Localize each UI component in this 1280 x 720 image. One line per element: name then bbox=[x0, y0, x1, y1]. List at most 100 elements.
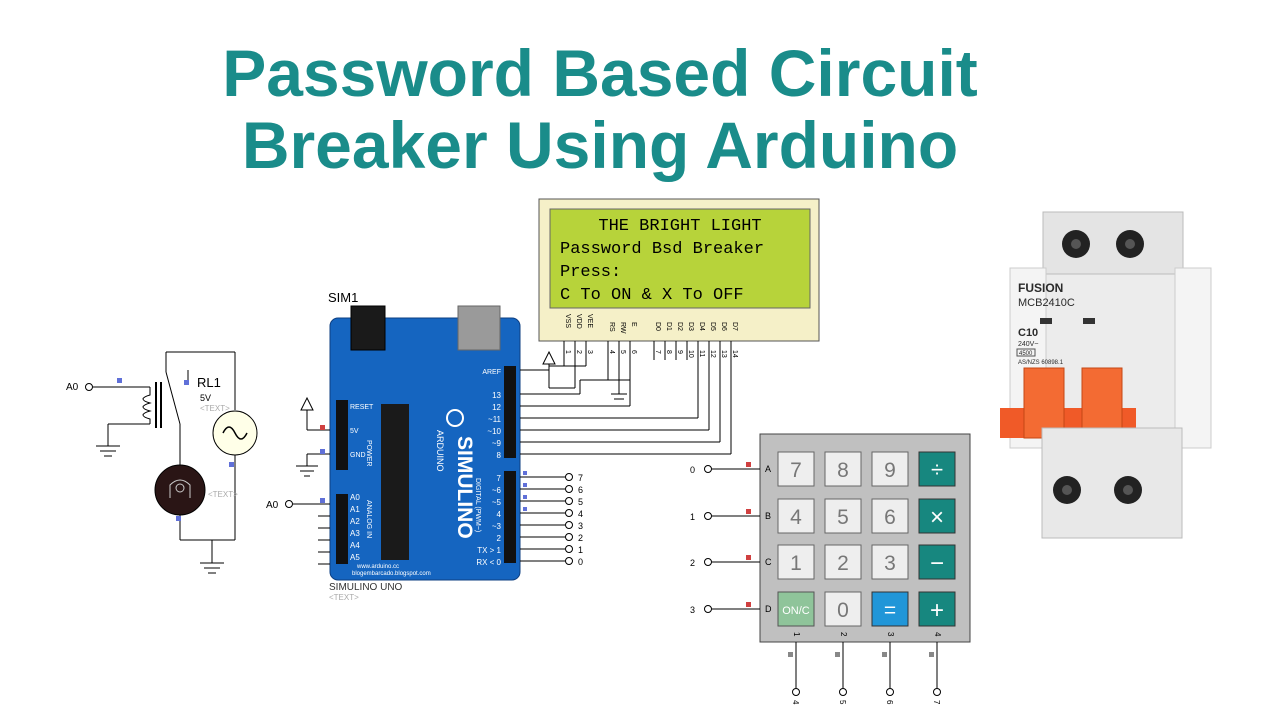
key-0[interactable] bbox=[824, 591, 862, 627]
key-equals[interactable] bbox=[871, 591, 909, 627]
pin-a4: A4 bbox=[350, 541, 360, 550]
lcd-line-4: C To ON & X To OFF bbox=[560, 286, 744, 305]
pin-d3: ~3 bbox=[492, 522, 502, 531]
arduino-text-tag: <TEXT> bbox=[329, 593, 359, 602]
lcd-module: THE BRIGHT LIGHT Password Bsd Breaker Pr… bbox=[538, 198, 820, 342]
pin-d2: 2 bbox=[497, 534, 502, 543]
power-label: POWER bbox=[365, 440, 372, 466]
svg-text:×: × bbox=[930, 504, 944, 531]
svg-text:6: 6 bbox=[884, 506, 896, 529]
svg-text:14: 14 bbox=[731, 350, 738, 358]
pin-a2: A2 bbox=[350, 517, 360, 526]
analog-in-label: ANALOG IN bbox=[365, 500, 372, 538]
pin-a5: A5 bbox=[350, 553, 360, 562]
key-3[interactable] bbox=[871, 544, 909, 580]
key-minus[interactable] bbox=[918, 544, 956, 580]
col-net-7: 7 bbox=[932, 700, 941, 705]
key-plus[interactable] bbox=[918, 591, 956, 627]
relay-input-label: A0 bbox=[66, 382, 79, 393]
key-8[interactable] bbox=[824, 451, 862, 487]
svg-text:0: 0 bbox=[837, 599, 849, 622]
key-divide[interactable] bbox=[918, 451, 956, 487]
breaker-capacity: 4500 bbox=[1019, 351, 1033, 357]
pin-d5: ~5 bbox=[492, 498, 502, 507]
out-3: 3 bbox=[578, 521, 583, 531]
lamp-text-tag: <TEXT> bbox=[208, 490, 238, 499]
svg-text:VSS: VSS bbox=[564, 314, 571, 328]
svg-text:4: 4 bbox=[608, 350, 615, 354]
simulino-logo: SIMULINO bbox=[453, 436, 476, 539]
out-7: 7 bbox=[578, 473, 583, 483]
svg-text:4: 4 bbox=[790, 506, 802, 529]
pin-d13: 13 bbox=[492, 391, 501, 400]
row-net-1: 1 bbox=[690, 512, 695, 522]
lcd-line-3: Press: bbox=[560, 263, 621, 282]
pin-5v: 5V bbox=[350, 428, 359, 435]
key-7[interactable] bbox=[777, 451, 815, 487]
col-label-1: 1 bbox=[792, 632, 801, 637]
breaker-model: MCB2410C bbox=[1018, 297, 1075, 309]
svg-text:9: 9 bbox=[884, 459, 896, 482]
row-label-c: C bbox=[765, 557, 772, 567]
pin-a1: A1 bbox=[350, 505, 360, 514]
breaker-standard: AS/NZS 60898.1 bbox=[1018, 360, 1064, 366]
svg-text:12: 12 bbox=[709, 350, 716, 358]
arduino-url: www.arduino.cc bbox=[356, 564, 399, 570]
pin-d10: ~10 bbox=[487, 427, 501, 436]
pin-a0: A0 bbox=[350, 493, 360, 502]
svg-text:1: 1 bbox=[564, 350, 571, 354]
out-2: 2 bbox=[578, 533, 583, 543]
svg-text:+: + bbox=[930, 597, 944, 624]
key-on-clear[interactable] bbox=[777, 591, 815, 627]
svg-text:D1: D1 bbox=[665, 322, 672, 331]
col-net-4: 4 bbox=[791, 700, 800, 705]
pin-a3: A3 bbox=[350, 529, 360, 538]
svg-text:11: 11 bbox=[698, 350, 705, 357]
row-label-a: A bbox=[765, 464, 771, 474]
svg-text:D4: D4 bbox=[698, 322, 705, 331]
pin-d6: ~6 bbox=[492, 486, 502, 495]
keypad-wiring: 0 1 2 3 4 5 6 7 bbox=[690, 462, 941, 705]
pin-aref: AREF bbox=[482, 369, 501, 376]
relay-text-tag: <TEXT> bbox=[200, 404, 230, 413]
row-net-3: 3 bbox=[690, 605, 695, 615]
key-6[interactable] bbox=[871, 498, 909, 534]
key-9[interactable] bbox=[871, 451, 909, 487]
breaker-voltage: 240V~ bbox=[1018, 341, 1038, 348]
key-5[interactable] bbox=[824, 498, 862, 534]
key-1[interactable] bbox=[777, 544, 815, 580]
row-label-d: D bbox=[765, 604, 772, 614]
col-net-5: 5 bbox=[838, 700, 847, 705]
svg-text:D6: D6 bbox=[720, 322, 727, 331]
relay-voltage: 5V bbox=[200, 393, 211, 403]
svg-text:3: 3 bbox=[884, 552, 896, 575]
lcd-line-2: Password Bsd Breaker bbox=[560, 240, 764, 259]
svg-text:ON/C: ON/C bbox=[782, 605, 810, 617]
key-4[interactable] bbox=[777, 498, 815, 534]
relay-label: RL1 bbox=[197, 375, 221, 390]
pin-d0: RX < 0 bbox=[476, 558, 501, 567]
key-multiply[interactable] bbox=[918, 498, 956, 534]
row-label-b: B bbox=[765, 511, 771, 521]
pin-d4: 4 bbox=[497, 510, 502, 519]
svg-text:E: E bbox=[630, 322, 637, 327]
svg-text:5: 5 bbox=[837, 506, 849, 529]
lcd-pin-labels: VSS VDD VEE RS RW E D0 D1 D2 D3 D4 D5 D6… bbox=[564, 314, 738, 334]
svg-text:10: 10 bbox=[687, 350, 694, 358]
svg-text:8: 8 bbox=[837, 459, 849, 482]
page-title-line-1: Password Based Circuit bbox=[222, 36, 978, 110]
pin-d1: TX > 1 bbox=[477, 546, 501, 555]
lcd-pin-numbers: 1 2 3 4 5 6 7 8 9 10 11 12 13 14 bbox=[564, 350, 738, 358]
svg-text:÷: ÷ bbox=[931, 457, 943, 482]
blog-url: blogembarcado.blogspot.com bbox=[352, 571, 431, 577]
lcd-wiring bbox=[520, 341, 732, 455]
key-2[interactable] bbox=[824, 544, 862, 580]
page-title-line-2: Breaker Using Arduino bbox=[241, 108, 959, 182]
col-label-4: 4 bbox=[933, 632, 942, 637]
arduino-board: SIM1 ARDUINO SIMULINO ANALOG IN POWER DI… bbox=[328, 290, 521, 602]
arduino-ref-label: SIM1 bbox=[328, 290, 358, 305]
pin-d9: ~9 bbox=[492, 439, 502, 448]
col-label-2: 2 bbox=[839, 632, 848, 637]
svg-text:1: 1 bbox=[790, 552, 802, 575]
